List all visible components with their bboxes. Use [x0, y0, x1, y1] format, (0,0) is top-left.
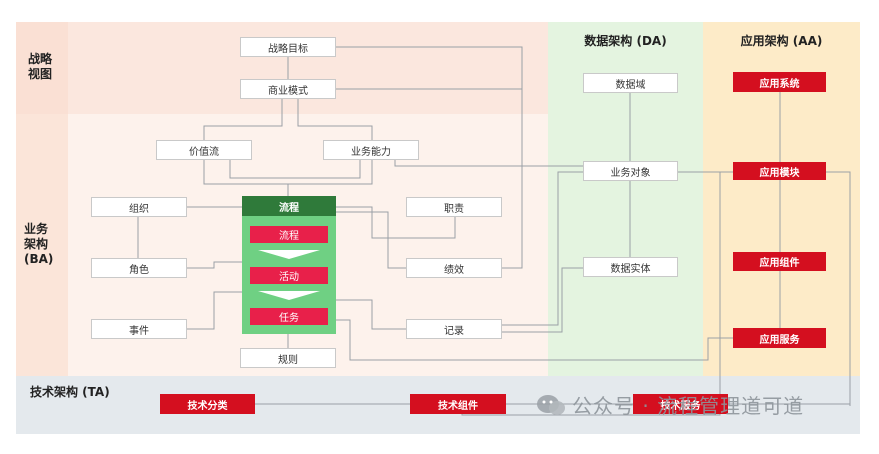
node-business-model: 商业模式 [240, 79, 336, 99]
node-performance: 绩效 [406, 258, 502, 278]
task-step: 任务 [250, 308, 328, 325]
node-tech-service: 技术服务 [633, 394, 728, 414]
node-rule: 规则 [240, 348, 336, 368]
watermark-text: 公众号 · 流程管理道可道 [572, 394, 805, 418]
node-business-object: 业务对象 [583, 161, 678, 181]
node-app-module: 应用模块 [733, 162, 826, 180]
node-data-domain: 数据域 [583, 73, 678, 93]
node-app-service: 应用服务 [733, 328, 826, 348]
node-value-stream: 价值流 [156, 140, 252, 160]
watermark: 公众号 · 流程管理道可道 [536, 390, 804, 419]
chevron-down-icon [258, 250, 320, 259]
node-record: 记录 [406, 319, 502, 339]
row-label-business: 业务 架构 (BA) [24, 222, 54, 266]
node-organization: 组织 [91, 197, 187, 217]
chevron-down-icon [258, 291, 320, 300]
activity-step: 活动 [250, 267, 328, 284]
node-data-entity: 数据实体 [583, 257, 678, 277]
process-block-header: 流程 [242, 196, 336, 216]
node-business-capability: 业务能力 [323, 140, 419, 160]
node-app-component: 应用组件 [733, 252, 826, 271]
column-header-data: 数据架构 (DA) [584, 34, 667, 48]
node-app-system: 应用系统 [733, 72, 826, 92]
row-label-strategy: 战略 视图 [28, 52, 53, 81]
node-tech-component: 技术组件 [410, 394, 506, 414]
node-strategic-goal: 战略目标 [240, 37, 336, 57]
node-event: 事件 [91, 319, 187, 339]
row-label-strip [16, 22, 68, 376]
node-duty: 职责 [406, 197, 502, 217]
column-header-app: 应用架构 (AA) [740, 34, 823, 48]
process-step: 流程 [250, 226, 328, 243]
wechat-icon [537, 394, 565, 415]
node-tech-category: 技术分类 [160, 394, 255, 414]
node-role: 角色 [91, 258, 187, 278]
row-label-tech: 技术架构 (TA) [30, 385, 110, 399]
